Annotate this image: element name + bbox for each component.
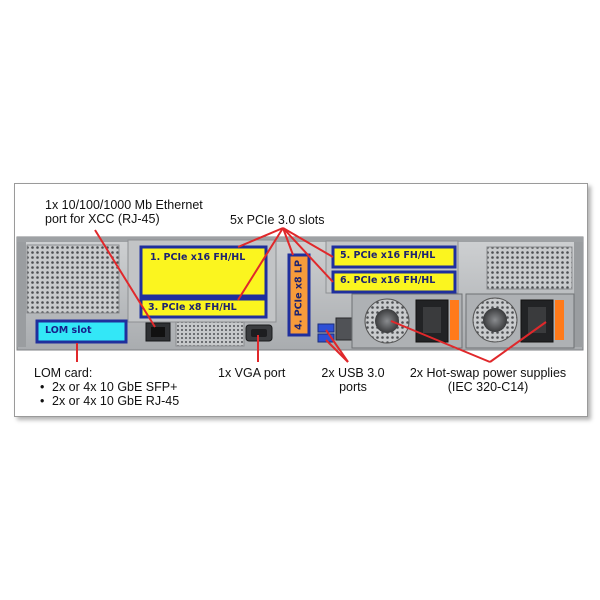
slot-3-label: 3. PCIe x8 FH/HL: [148, 302, 237, 313]
callout-lines: [76, 227, 547, 363]
psu-callout-label: 2x Hot-swap power supplies (IEC 320-C14): [409, 366, 567, 394]
io-vent: [175, 321, 245, 347]
left-vent-grille: [26, 244, 120, 314]
power-supply-2[interactable]: [465, 293, 575, 349]
pcie-slots-callout-label: 5x PCIe 3.0 slots: [230, 213, 325, 227]
slot-4-label: 4. PCIe x8 LP: [293, 260, 305, 330]
usb-callout-label: 2x USB 3.0 ports: [321, 366, 385, 394]
lom-slot-label: LOM slot: [45, 325, 92, 336]
usb-ports[interactable]: [317, 323, 335, 343]
rear-connector: [335, 317, 355, 341]
ethernet-callout-label: 1x 10/100/1000 Mb Ethernet port for XCC …: [45, 198, 203, 226]
lom-slot: [35, 319, 128, 344]
lom-card-callout: LOM card: 2x or 4x 10 GbE SFP+ 2x or 4x …: [34, 366, 179, 408]
slot-1-label: 1. PCIe x16 FH/HL: [150, 252, 246, 263]
slot-6-label: 6. PCIe x16 FH/HL: [340, 275, 436, 286]
lom-card-item: 2x or 4x 10 GbE SFP+: [38, 380, 179, 394]
lom-card-item: 2x or 4x 10 GbE RJ-45: [38, 394, 179, 408]
pcie-slot-3: [139, 297, 268, 319]
vga-port[interactable]: [245, 324, 273, 342]
slot-5-label: 5. PCIe x16 FH/HL: [340, 250, 436, 261]
lom-card-list: 2x or 4x 10 GbE SFP+ 2x or 4x 10 GbE RJ-…: [38, 380, 179, 408]
vga-callout-label: 1x VGA port: [218, 366, 286, 380]
lom-card-title: LOM card:: [34, 366, 93, 380]
pcie-slot-4: [287, 253, 311, 337]
xcc-ethernet-port[interactable]: [145, 322, 171, 342]
power-supply-1[interactable]: [351, 293, 463, 349]
right-vent-grille: [486, 246, 573, 290]
